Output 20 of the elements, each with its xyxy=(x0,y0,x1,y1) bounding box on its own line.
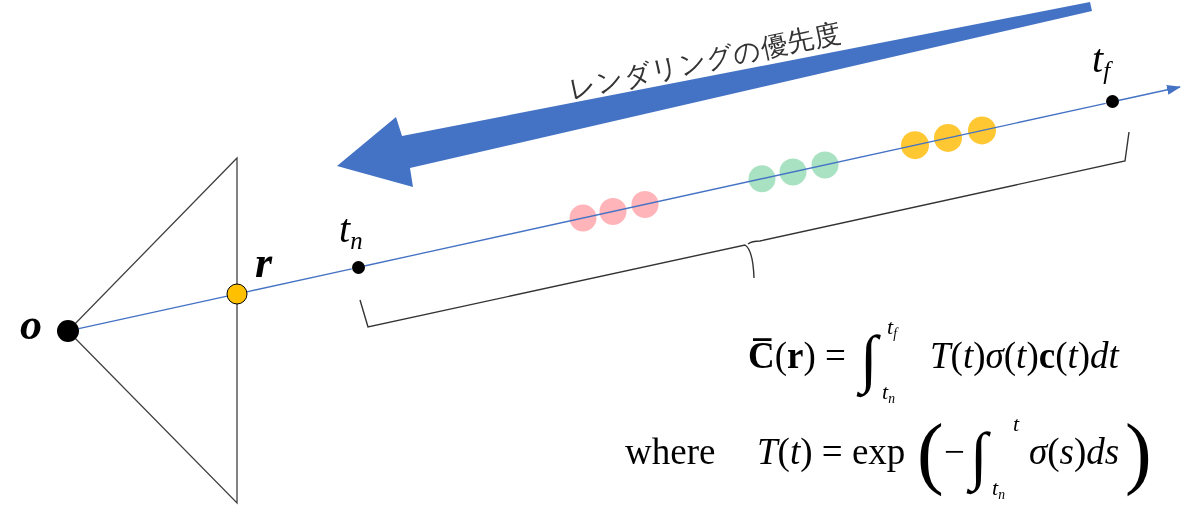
ray-line xyxy=(78,295,228,330)
parenthesis: ( xyxy=(917,407,944,498)
point-label: o xyxy=(20,299,42,352)
equation-text: − xyxy=(944,430,965,475)
integral-bound: t$_{n}$ xyxy=(992,473,1005,503)
equation-text: T(t)σ(t)c(t)dt xyxy=(930,334,1119,379)
point-label: r xyxy=(255,237,273,290)
integral-bound: t$_{f}$ xyxy=(887,312,897,342)
equation-text: σ(s)ds xyxy=(1029,430,1120,475)
ray-line xyxy=(363,102,1107,267)
point-label: t$_{n}$ xyxy=(339,205,363,255)
equation-text: where xyxy=(625,430,716,475)
direction-label: レンダリングの優先度 xyxy=(565,15,844,107)
ray-arrow xyxy=(1117,84,1181,102)
integral-bound: t$_{n}$ xyxy=(882,377,895,407)
equation-text: C̅(r) = xyxy=(748,334,846,379)
ray-line xyxy=(246,268,353,293)
parenthesis: ) xyxy=(1125,407,1152,498)
equation-text: T(t) = exp xyxy=(757,430,906,475)
integral-bound: t xyxy=(1013,409,1020,438)
